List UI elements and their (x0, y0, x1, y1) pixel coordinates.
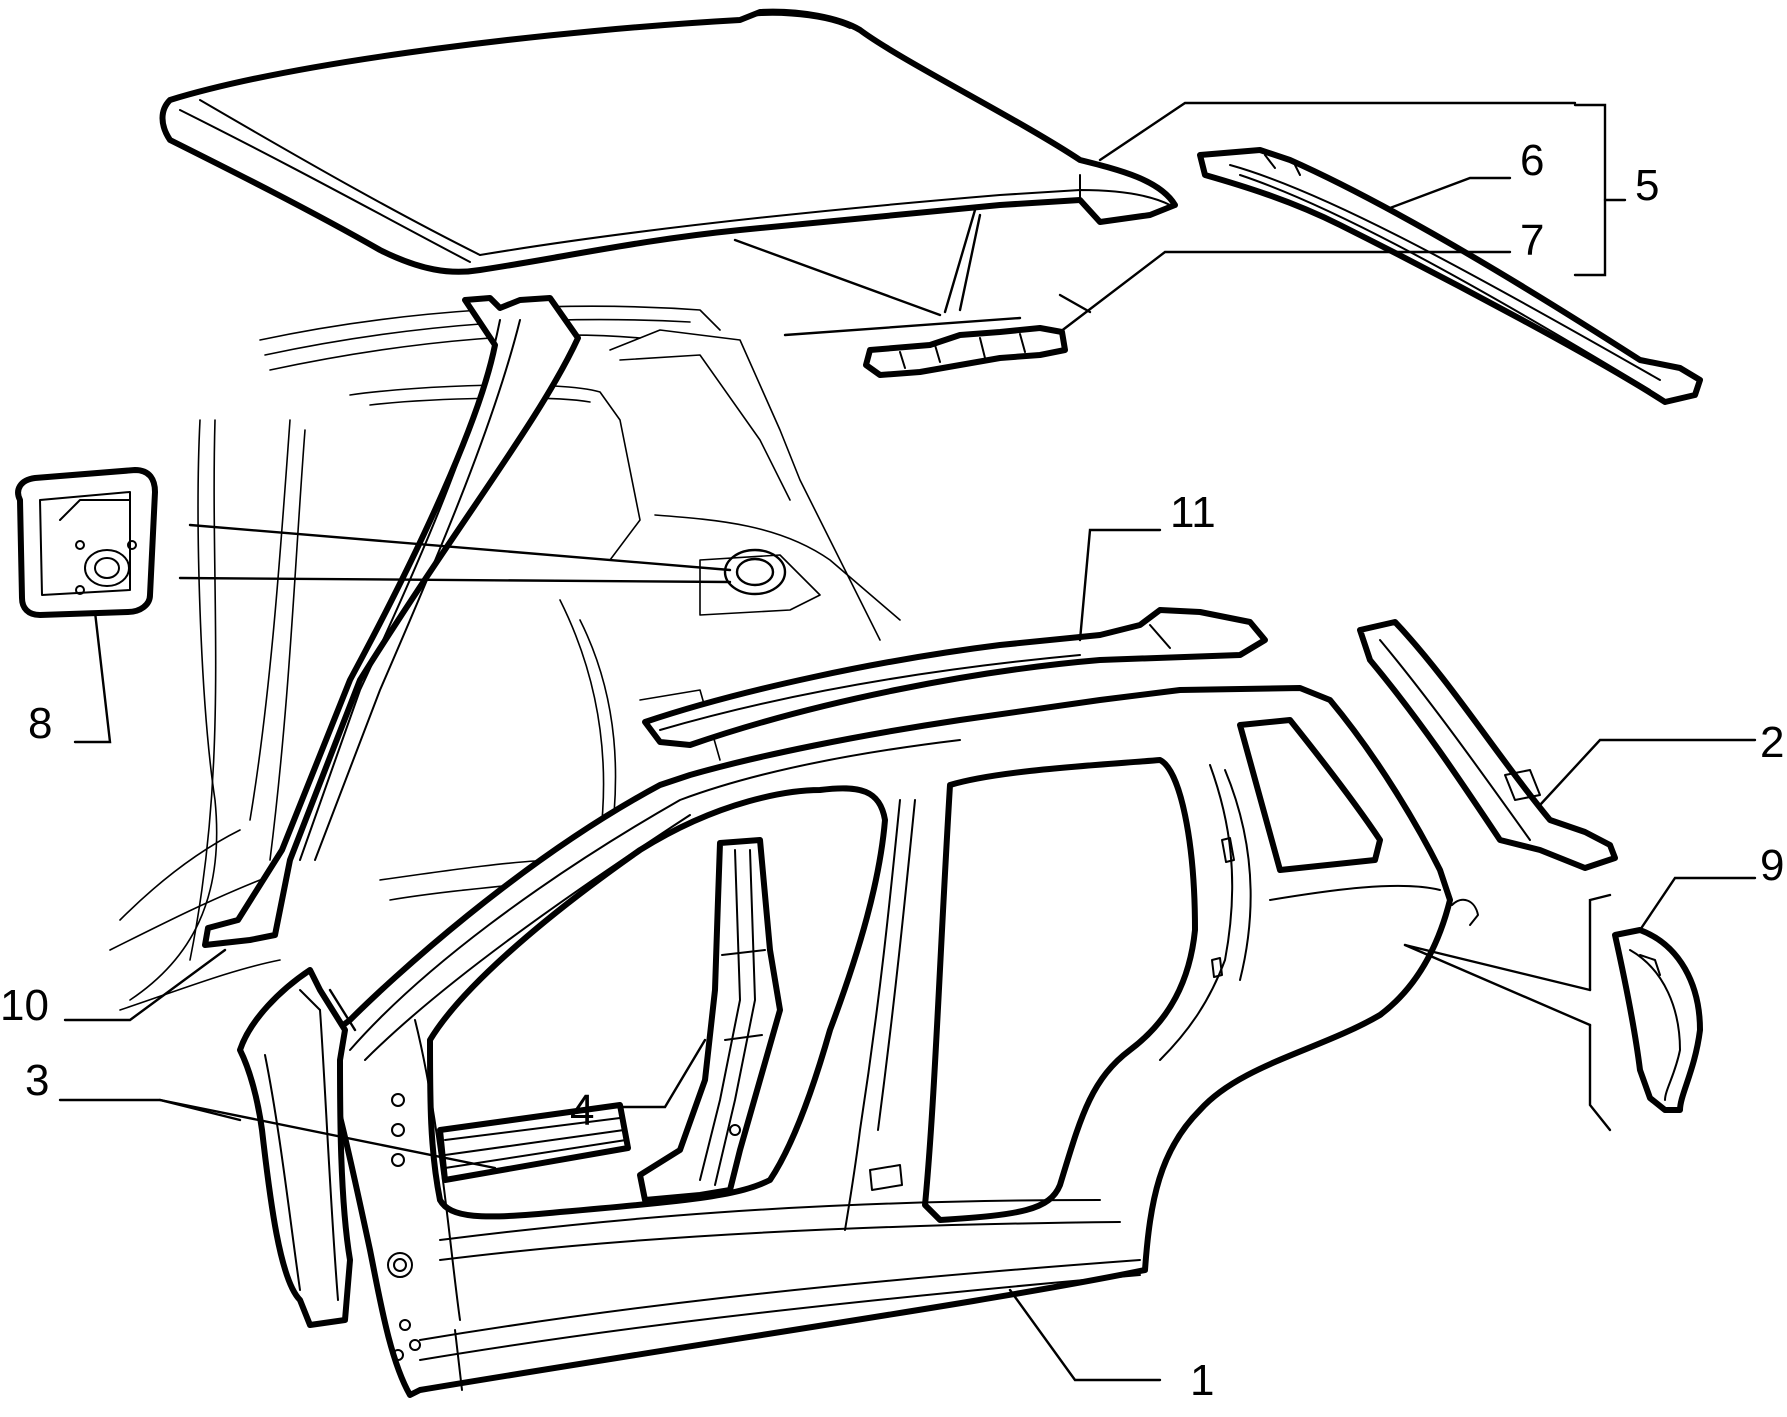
filler-housing-part-8[interactable] (15, 467, 158, 618)
callout-11: 11 (1170, 488, 1216, 537)
roof-bracket-part-7[interactable] (863, 325, 1068, 378)
callout-10: 10 (0, 981, 49, 1030)
front-pillar-panel-part-3[interactable] (237, 967, 353, 1328)
body-side-panel-part-1[interactable] (317, 685, 1479, 1398)
callout-9: 9 (1760, 841, 1784, 890)
roof-rail-part-6[interactable] (1197, 147, 1703, 405)
callout-2: 2 (1760, 718, 1784, 767)
callout-3: 3 (25, 1056, 49, 1105)
callout-1: 1 (1190, 1356, 1214, 1405)
leader-lines (58, 101, 1757, 1382)
callout-8: 8 (28, 699, 52, 748)
wheelarch-panel-part-9[interactable] (1612, 927, 1703, 1113)
a-pillar-reinforcement-part-10[interactable] (202, 295, 581, 948)
b-pillar-reinforcement-part-4[interactable] (637, 837, 783, 1203)
roof-panel[interactable] (159, 8, 1178, 275)
callout-6: 6 (1520, 136, 1544, 185)
rear-pillar-reinforcement-part-2[interactable] (1357, 619, 1618, 871)
callout-labels: 1 2 3 4 5 6 7 8 9 10 11 (0, 136, 1784, 1405)
callout-5: 5 (1635, 161, 1659, 210)
callout-4: 4 (570, 1086, 594, 1135)
filler-location (723, 548, 787, 596)
sill-strip-part-3[interactable] (437, 1102, 631, 1183)
callout-7: 7 (1520, 216, 1544, 265)
roof-side-rail-part-11[interactable] (642, 607, 1268, 748)
